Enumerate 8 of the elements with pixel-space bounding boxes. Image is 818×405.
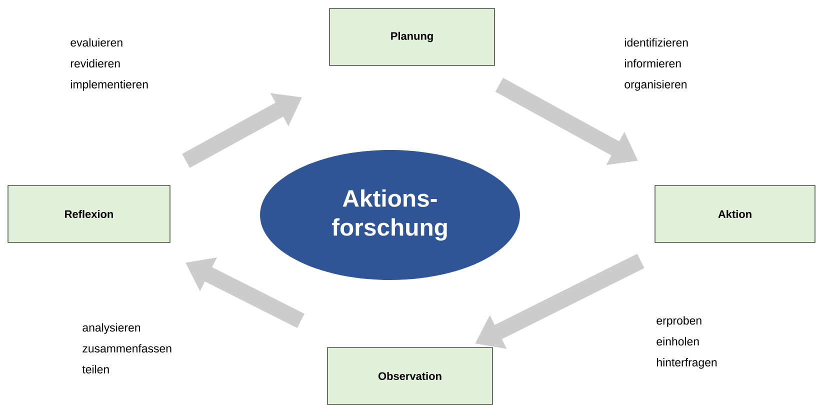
verb-list: analysieren zusammenfassen teilen — [82, 323, 172, 374]
verb-list: evaluieren revidieren implementieren — [70, 38, 148, 91]
phase-box: Reflexion — [8, 185, 170, 243]
phase-box: Observation — [327, 347, 493, 405]
verb-list: identifizieren informieren organisieren — [624, 38, 688, 91]
phase-box: Aktion — [654, 185, 816, 243]
verb-list: erproben einholen hinterfragen — [656, 316, 717, 369]
phase-box: Planung — [329, 8, 495, 66]
